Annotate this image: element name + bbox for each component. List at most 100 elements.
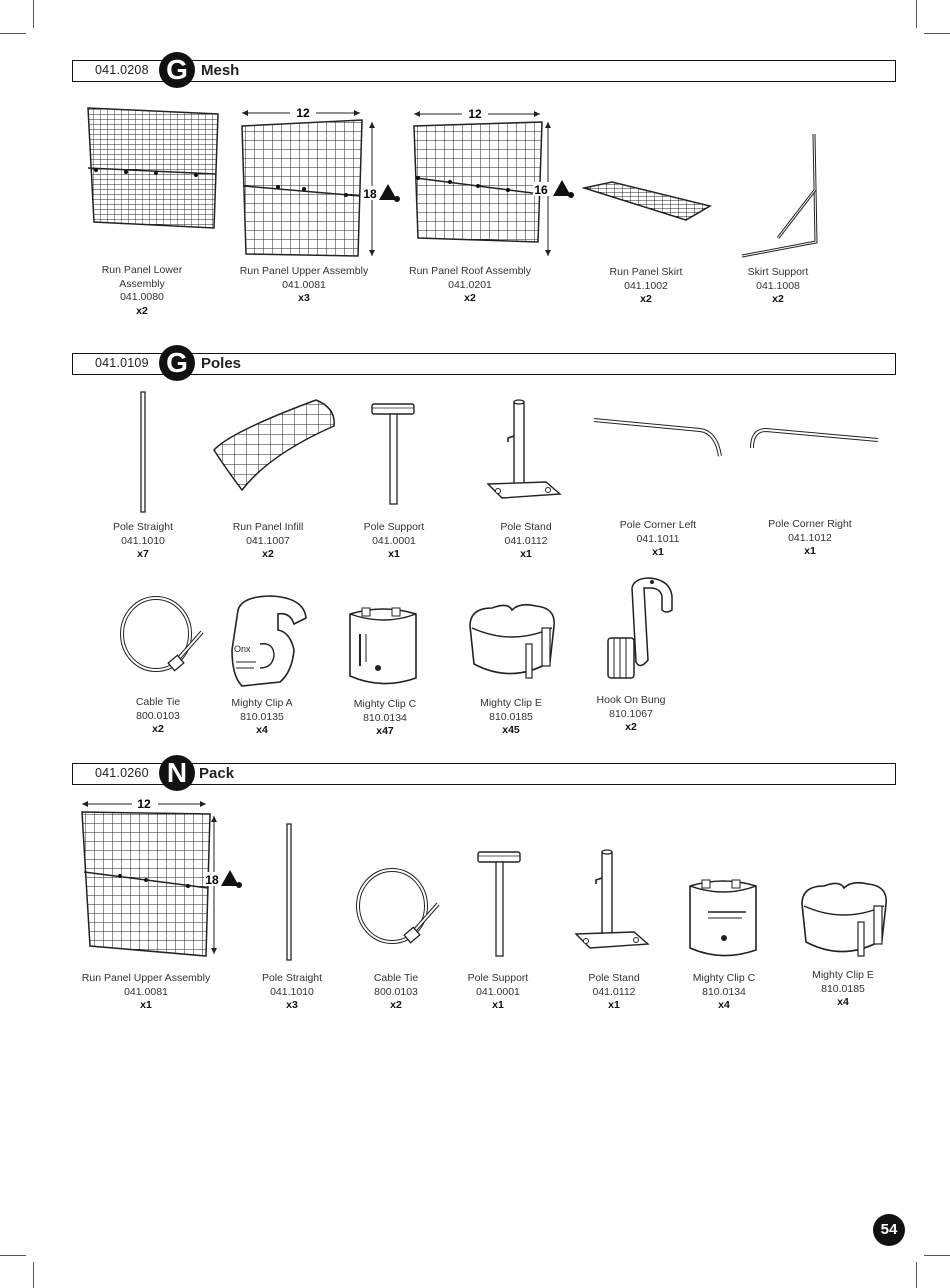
item-mighty-clip-a: Mighty Clip A 810.0135 x4	[231, 697, 292, 738]
item-quantity: x45	[502, 724, 520, 736]
item-name: Cable Tie	[135, 696, 181, 708]
item-name: Skirt Support	[747, 266, 809, 278]
item-code: 041.1002	[624, 279, 668, 292]
item-code: 041.0001	[372, 534, 416, 547]
item-quantity: x4	[837, 996, 849, 1008]
pack-cable-tie-illustration	[356, 868, 440, 944]
item-code: 041.1007	[246, 534, 290, 547]
dimension-width: 12	[296, 106, 310, 120]
section-header-poles: 041.0109 G Poles	[72, 345, 896, 381]
item-code: 041.1010	[121, 534, 165, 547]
item-run-panel-upper-assembly: Run Panel Upper Assembly 041.0081 x3	[240, 265, 368, 306]
item-code: 041.0112	[592, 985, 636, 998]
crop-mark	[33, 1262, 34, 1288]
crop-mark	[33, 0, 34, 28]
item-quantity: x4	[256, 724, 268, 736]
mighty-clip-e-illustration	[469, 603, 555, 679]
cable-tie-illustration	[120, 596, 204, 672]
item-code: 800.0103	[136, 709, 180, 722]
run-panel-roof-illustration: 12 16	[413, 106, 574, 256]
section-code: 041.0208	[95, 63, 149, 77]
item-code: 041.0081	[124, 985, 168, 998]
item-name: Pole Straight	[112, 521, 174, 533]
item-mighty-clip-c: Mighty Clip C 810.0134 x47	[354, 698, 416, 739]
item-quantity: x2	[625, 721, 637, 733]
item-name: Run Panel Skirt	[609, 266, 683, 278]
item-code: 041.0001	[476, 985, 520, 998]
item-quantity: x1	[804, 545, 816, 557]
item-name: Pole Support	[467, 972, 529, 984]
item-quantity: x2	[772, 293, 784, 305]
pole-corner-right-illustration	[750, 427, 879, 449]
item-pack-pole-support: Pole Support 041.0001 x1	[468, 972, 529, 1013]
item-run-panel-infill: Run Panel Infill 041.1007 x2	[233, 521, 304, 562]
item-run-panel-skirt: Run Panel Skirt 041.1002 x2	[610, 266, 683, 307]
section-code: 041.0260	[95, 766, 149, 780]
run-panel-lower-illustration	[87, 107, 219, 229]
section-title: Pack	[199, 765, 235, 782]
section-title: Poles	[201, 355, 242, 372]
item-quantity: x2	[136, 304, 148, 317]
pack-run-panel-upper-illustration: 12 18	[81, 796, 242, 957]
item-name: Run Panel Upper Assembly	[239, 265, 369, 277]
crop-mark	[924, 1255, 950, 1256]
item-code: 810.0185	[489, 710, 533, 723]
page-number: 54	[873, 1214, 905, 1246]
item-code: 041.1011	[636, 532, 680, 545]
item-hook-on-bung: Hook On Bung 810.1067 x2	[597, 694, 666, 735]
crop-mark	[916, 1262, 917, 1288]
item-name: Pole Stand	[588, 972, 640, 984]
item-code: 041.0080	[120, 291, 164, 303]
guide-badge: G	[159, 52, 195, 88]
dimension-width: 12	[468, 107, 482, 121]
item-pack-pole-stand: Pole Stand 041.0112 x1	[588, 972, 639, 1013]
dimension-width: 12	[137, 797, 151, 811]
item-code: 810.1067	[609, 707, 653, 720]
item-pack-run-panel-upper-assembly: Run Panel Upper Assembly 041.0081 x1	[82, 972, 210, 1013]
item-pole-straight: Pole Straight 041.1010 x7	[113, 521, 173, 562]
item-pack-mighty-clip-c: Mighty Clip C 810.0134 x4	[693, 972, 755, 1013]
item-quantity: x1	[608, 999, 620, 1011]
hook-on-bung-illustration	[607, 577, 673, 679]
pole-stand-illustration	[486, 399, 562, 499]
item-name: Pole Corner Left	[619, 519, 697, 531]
item-code: 041.1012	[788, 531, 832, 544]
pack-pole-straight-illustration	[286, 823, 292, 961]
pole-corner-left-illustration	[593, 418, 722, 457]
pack-pole-support-illustration	[477, 851, 521, 957]
item-quantity: x2	[640, 293, 652, 305]
item-pack-pole-straight: Pole Straight 041.1010 x3	[262, 972, 322, 1013]
item-name: Mighty Clip A	[231, 697, 293, 709]
crop-mark	[924, 33, 950, 34]
mighty-clip-c-illustration	[349, 607, 417, 685]
item-skirt-support: Skirt Support 041.1008 x2	[748, 266, 809, 307]
guide-badge: G	[159, 345, 195, 381]
item-name: Hook On Bung	[596, 694, 666, 706]
item-code: 810.0134	[702, 985, 746, 998]
dimension-height: 18	[205, 873, 219, 887]
pack-pole-stand-illustration	[574, 849, 650, 949]
item-quantity: x1	[652, 546, 664, 558]
item-quantity: x1	[388, 548, 400, 560]
run-panel-infill-illustration	[213, 399, 335, 492]
item-quantity: x2	[262, 548, 274, 560]
item-quantity: x1	[492, 999, 504, 1011]
dimension-height: 16	[534, 183, 548, 197]
item-pack-cable-tie: Cable Tie 800.0103 x2	[374, 972, 418, 1013]
item-code: 041.0201	[448, 278, 492, 291]
item-code: 810.0135	[240, 710, 284, 723]
pack-badge: N	[159, 755, 195, 791]
crop-mark	[916, 0, 917, 28]
run-panel-upper-illustration: 12 18	[241, 105, 400, 257]
mighty-clip-a-illustration: Onx	[231, 595, 307, 687]
item-code: 810.0185	[821, 982, 865, 995]
item-code: 041.0112	[504, 534, 548, 547]
section-header-pack: 041.0260 N Pack	[72, 755, 896, 791]
item-name: Run Panel Upper Assembly	[81, 972, 211, 984]
crop-mark	[0, 1255, 26, 1256]
item-name: Mighty Clip E	[480, 697, 542, 709]
item-name: Run Panel Roof Assembly	[409, 265, 531, 277]
item-name: Mighty Clip C	[692, 972, 756, 984]
item-name: Pole Support	[363, 521, 425, 533]
item-name: Pole Straight	[261, 972, 323, 984]
